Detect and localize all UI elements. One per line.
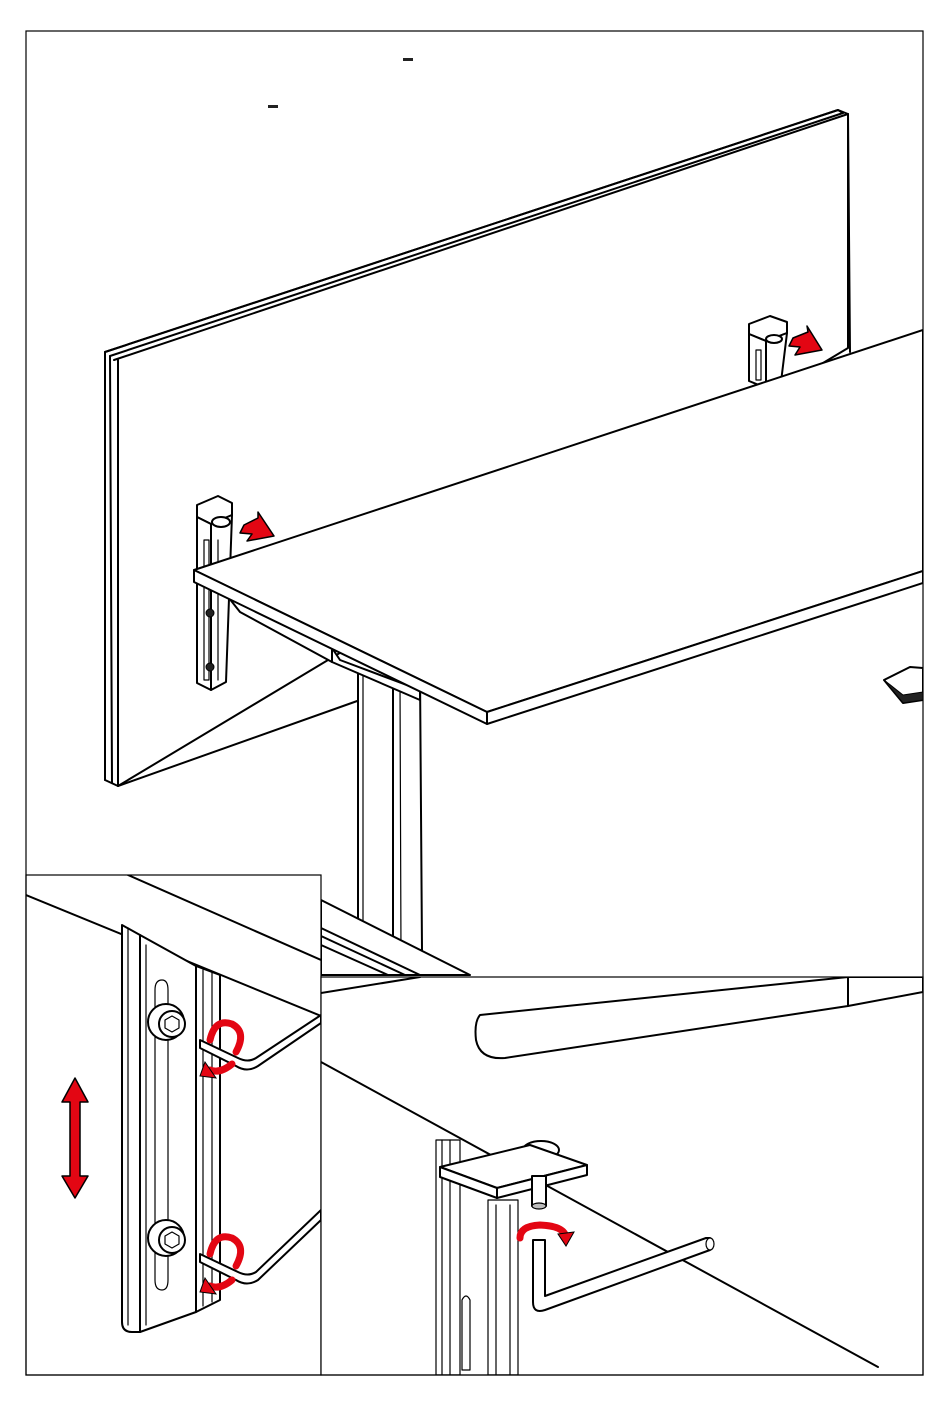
- overview-panel: [105, 58, 923, 975]
- dash-mark: [403, 58, 413, 61]
- foot-pad-right: [884, 667, 923, 703]
- dash-mark: [268, 105, 278, 108]
- detail-panel-right: [321, 977, 923, 1375]
- detail-panel-left: [26, 875, 321, 1375]
- bracket-rail: [122, 925, 220, 1332]
- hex-bolt-icon: [148, 1220, 185, 1256]
- desk-leg: [358, 672, 422, 958]
- hex-bolt-icon: [148, 1004, 185, 1040]
